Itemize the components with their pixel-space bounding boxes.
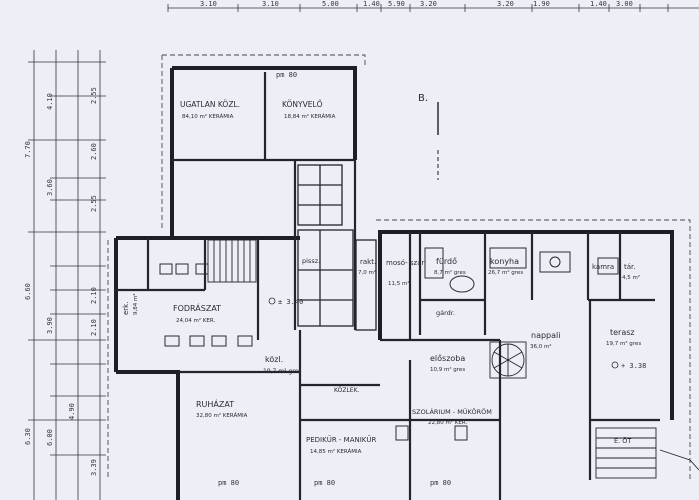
room-pedikur-name: PEDIKŰR - MANIKŰR [306, 435, 376, 444]
dim-left-inner-4: 2.10 [90, 319, 98, 336]
dim-top-7: 1.90 [533, 0, 550, 8]
dim-top-9: 3.00 [616, 0, 633, 8]
left-dimension-labels-outer: 7.70 6.60 6.30 [24, 141, 32, 445]
dim-left-inner-6: 3.39 [90, 459, 98, 476]
room-kozlek-name: KÖZLEK. [334, 387, 360, 394]
pm-mark-3: pm 80 [276, 71, 297, 79]
room-rakt-area: 7,0 m² [358, 269, 376, 276]
dashed-outline [107, 54, 691, 480]
dim-top-0: 3.10 [200, 0, 217, 8]
pm-marks: pm 80 pm 80 pm 80 pm 80 [218, 71, 451, 487]
room-ruhazat-name: RUHÁZAT [196, 398, 234, 409]
wc-core [297, 164, 377, 331]
pm-mark-2: pm 80 [430, 479, 451, 487]
top-dimension-line [167, 4, 699, 12]
left-dimension-lines [28, 50, 106, 500]
room-mososzar-name: mosó- szár. [386, 259, 426, 267]
entry-steps [595, 427, 699, 479]
dim-top-3: 1.40 [363, 0, 380, 8]
room-pedikur-area: 14,85 m² KERÁMIA [310, 448, 362, 455]
dim-left-inner-1: 2.60 [90, 143, 98, 160]
room-gardr-name: gárdr. [436, 309, 455, 317]
dim-left-mid-1: 3.60 [46, 179, 54, 196]
top-dimension-labels: 3.10 3.10 5.00 1.40 5.90 3.20 3.20 1.90 … [200, 0, 633, 8]
dim-left-outer-0: 7.70 [24, 141, 32, 158]
room-kamra-name: kamra [592, 263, 614, 271]
room-ugatlan-name: UGATLAN KÖZL. [180, 100, 240, 109]
room-szolarium-name: SZOLÁRIUM - MŰKÖRÖM [412, 407, 492, 416]
room-nappali-name: nappali [531, 331, 560, 340]
room-rakt-name: rakt. [360, 258, 376, 266]
room-eloszoba-name: előszoba [430, 354, 465, 363]
interior-walls [116, 72, 660, 500]
dim-left-mid-2: 3.90 [46, 317, 54, 334]
pm-mark-0: pm 80 [218, 479, 239, 487]
left-dimension-labels-mid: 4.10 3.60 3.90 6.00 [46, 93, 54, 446]
dim-left-mid-0: 4.10 [46, 93, 54, 110]
dim-left-mid-3: 6.00 [46, 429, 54, 446]
room-tar-name: tár. [624, 263, 636, 271]
room-konyha-area: 26,7 m² gres [488, 269, 523, 276]
furniture-symbols [159, 247, 619, 441]
dim-top-2: 5.00 [322, 0, 339, 8]
dim-left-inner-3: 2.10 [90, 287, 98, 304]
room-terasz-name: terasz [610, 328, 635, 337]
room-fodraszat-name: FODRÁSZAT [173, 302, 221, 313]
level-marks: ± 3.40 + 3.38 [268, 297, 646, 370]
room-erk-area: 9,84 m² [132, 293, 139, 315]
section-marker-label: B. [418, 93, 428, 104]
room-erk-name: erk. [122, 302, 130, 315]
dim-top-1: 3.10 [262, 0, 279, 8]
dim-top-5: 3.20 [420, 0, 437, 8]
dim-left-outer-1: 6.60 [24, 283, 32, 300]
dim-left-inner-5: 4.90 [68, 403, 76, 420]
room-konyvelo-area: 18,84 m² KERÁMIA [284, 113, 336, 120]
dim-left-outer-2: 6.30 [24, 428, 32, 445]
room-ugatlan-area: 84,10 m² KERÁMIA [182, 113, 234, 120]
room-terasz-area: 19,7 m² gres [606, 340, 641, 347]
room-konyha-name: konyha [490, 257, 519, 266]
room-labels: UGATLAN KÖZL. 84,10 m² KERÁMIA KÖNYVELŐ … [122, 100, 641, 455]
stair-left [207, 239, 257, 283]
room-nappali-area: 36,0 m² [530, 343, 552, 350]
spiral-stair [489, 341, 527, 379]
section-marker: B. [418, 93, 439, 180]
room-pissz-name: pissz. [302, 257, 320, 265]
room-fodraszat-area: 24,04 m² KER. [176, 317, 216, 324]
room-kozl-name: közl. [265, 355, 283, 364]
room-eloszoba-area: 10,9 m² gres [430, 366, 465, 373]
room-eloter-name: E. ÖT [614, 436, 631, 445]
room-ruhazat-area: 32,80 m² KERÁMIA [196, 412, 248, 419]
exterior-walls [114, 66, 674, 500]
level-mark-1: + 3.38 [621, 362, 646, 370]
dim-left-inner-0: 2.55 [90, 87, 98, 104]
room-mososzar-area: 11,5 m² [388, 280, 410, 287]
dim-top-6: 3.20 [497, 0, 514, 8]
room-konyvelo-name: KÖNYVELŐ [282, 100, 323, 109]
room-szolarium-area: 22,80 m² KER. [428, 419, 468, 426]
room-tar-area: 4,5 m² [622, 274, 640, 281]
left-dimension-labels-inner: 2.55 2.60 2.55 2.10 2.10 4.90 3.39 [68, 87, 98, 476]
dim-top-8: 1.40 [590, 0, 607, 8]
room-kozl-area: 19,7 m² gres [263, 368, 301, 375]
dim-top-4: 5.90 [388, 0, 405, 8]
pm-mark-1: pm 80 [314, 479, 335, 487]
level-mark-0: ± 3.40 [278, 298, 303, 306]
room-furdo-name: fürdő [436, 257, 457, 266]
dim-left-inner-2: 2.55 [90, 195, 98, 212]
room-furdo-area: 8,7 m² gres [434, 269, 466, 276]
